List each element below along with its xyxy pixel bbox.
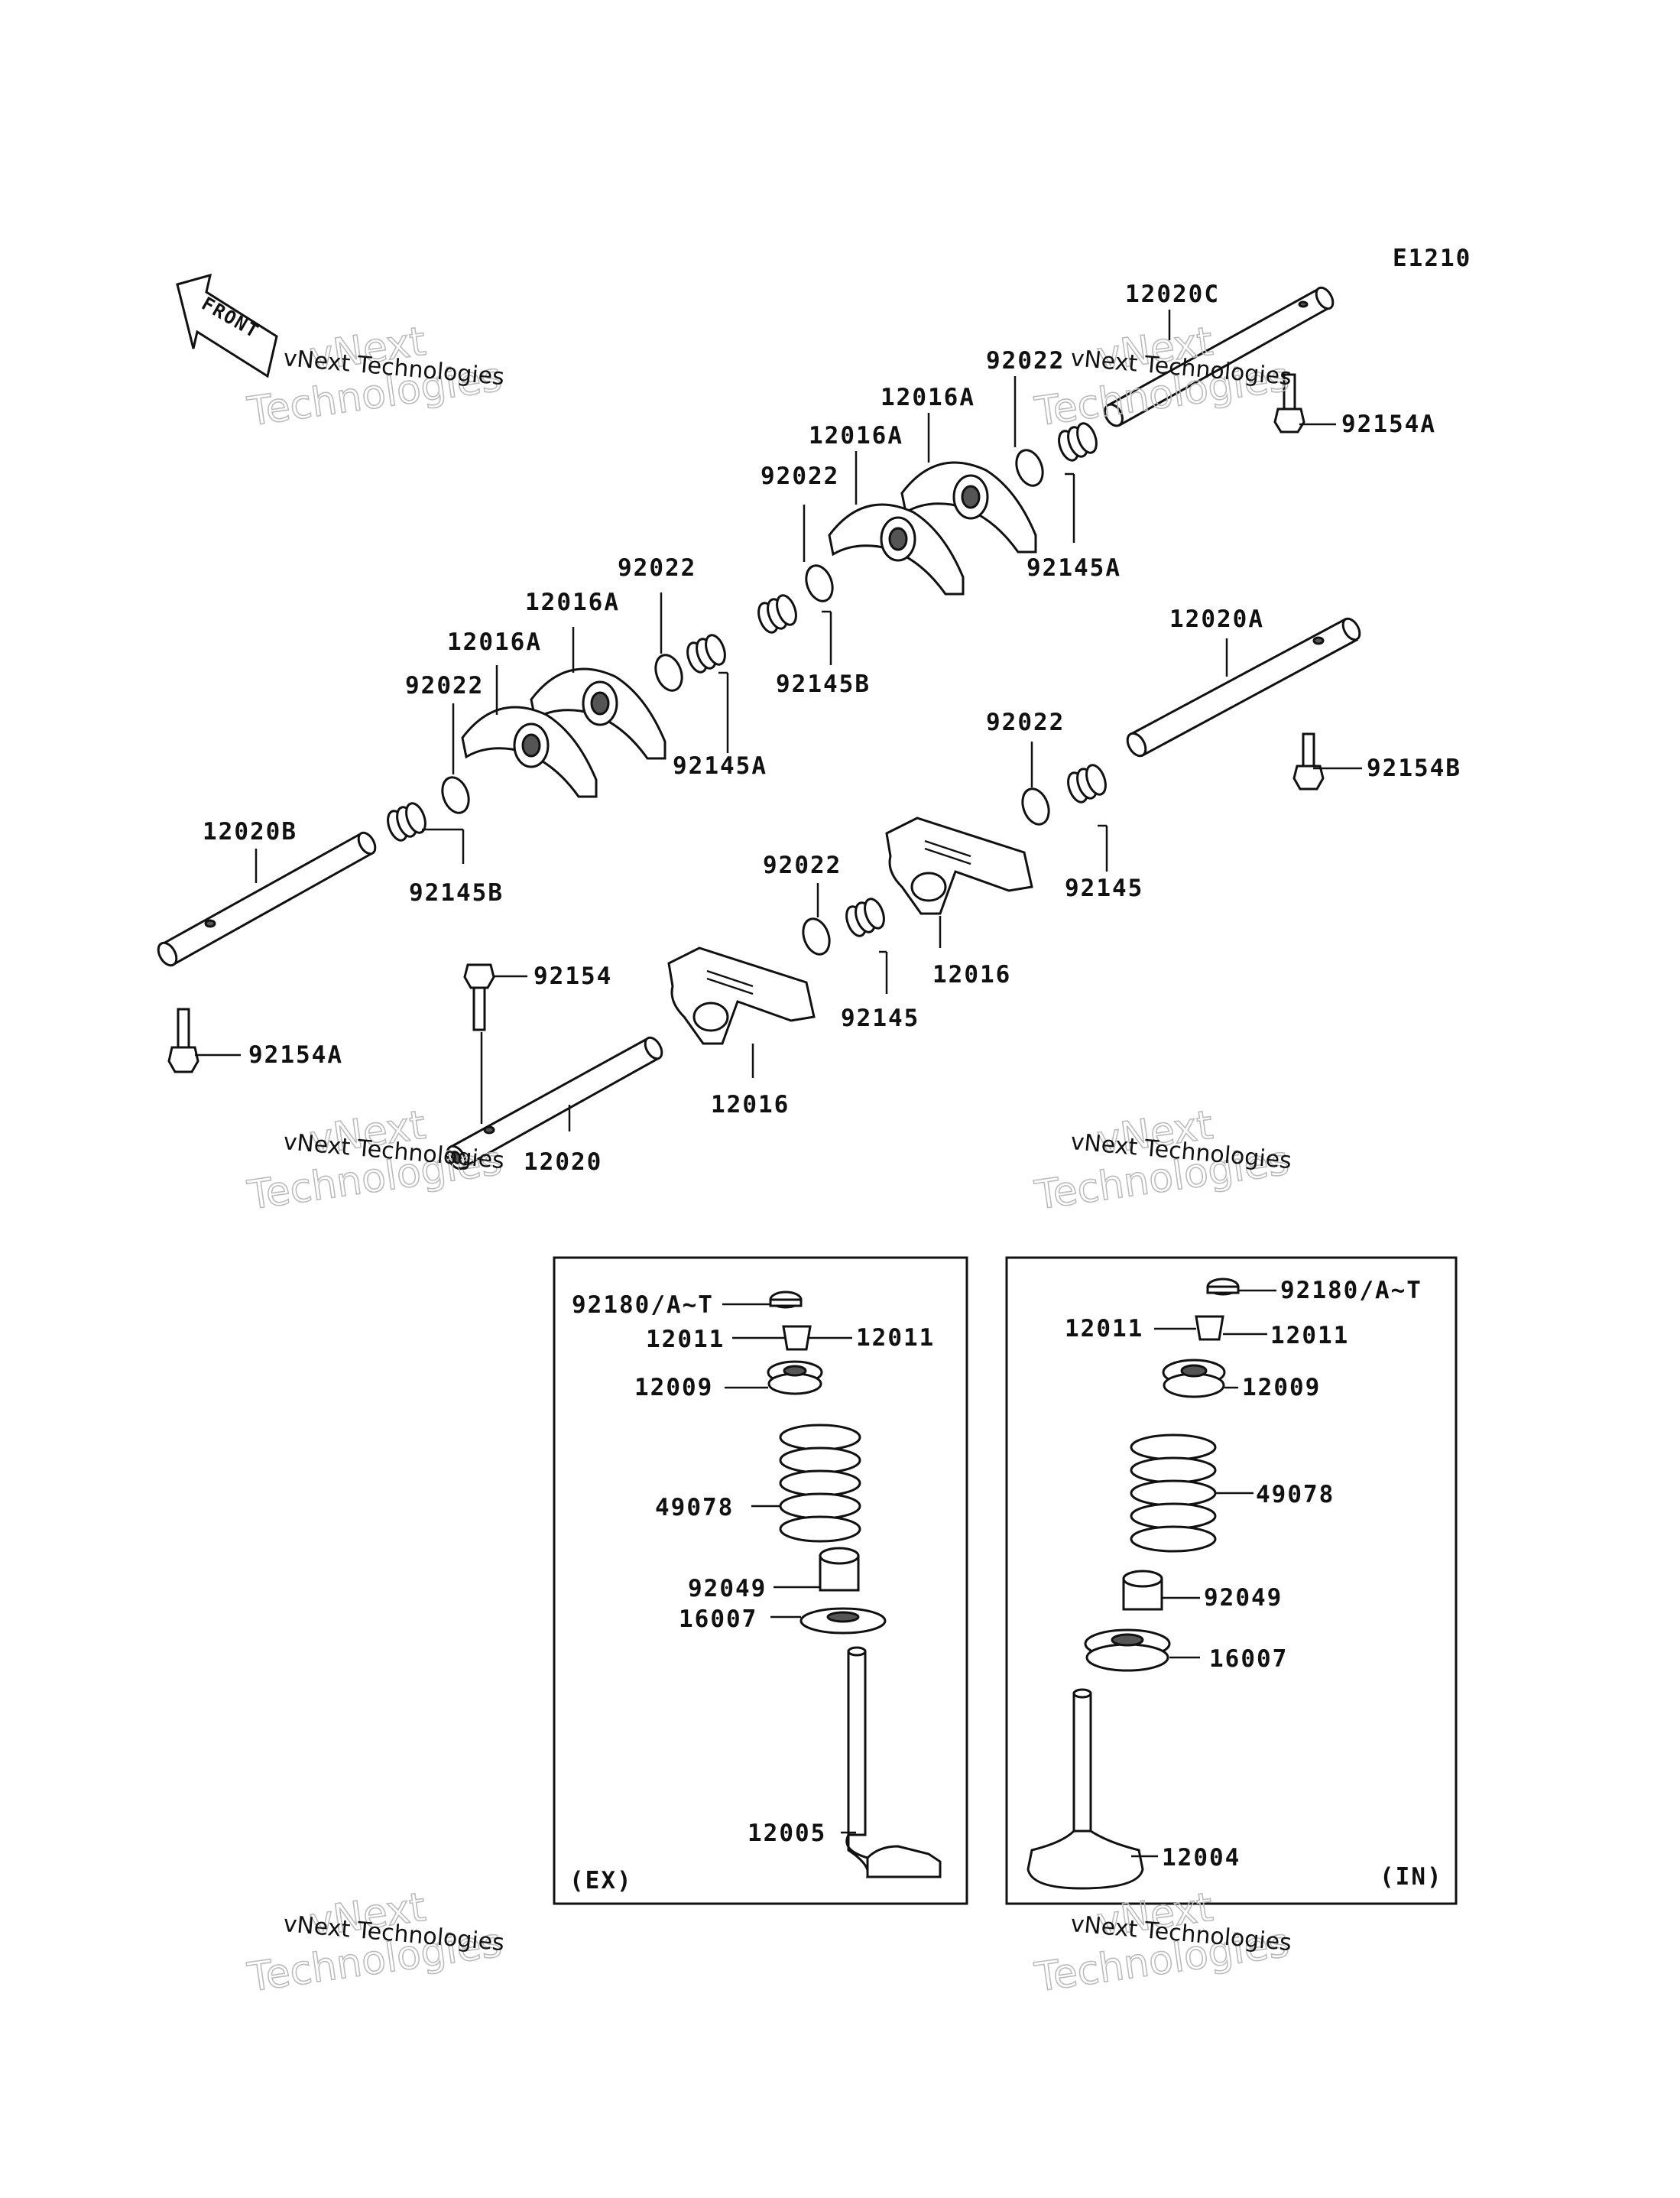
rocker-arm-12016a-1 bbox=[900, 461, 1037, 554]
callout-16007-in: 16007 bbox=[1209, 1645, 1288, 1673]
spring-92145b-1 bbox=[757, 594, 797, 634]
callout-92022-f: 92022 bbox=[763, 852, 842, 879]
washer-92022-4 bbox=[441, 776, 470, 814]
callout-12020a: 12020A bbox=[1169, 606, 1264, 633]
callout-92145-a: 92145 bbox=[1065, 875, 1143, 902]
retainer-12009-ex bbox=[767, 1360, 823, 1395]
callout-12016-b: 12016 bbox=[711, 1091, 790, 1118]
rocker-shaft-12020b bbox=[157, 831, 377, 967]
callout-92154a-a: 92154A bbox=[1341, 411, 1436, 438]
lower-rocker-assembly bbox=[446, 617, 1361, 1170]
washer-92022-6 bbox=[802, 917, 831, 956]
leader-lines-exhaust bbox=[722, 1303, 856, 1834]
callout-92022-e: 92022 bbox=[986, 709, 1065, 736]
callout-12020b: 12020B bbox=[203, 818, 297, 846]
keeper-12011-in bbox=[1195, 1315, 1224, 1341]
callout-49078-ex: 49078 bbox=[655, 1494, 734, 1521]
callout-12011-in-a: 12011 bbox=[1065, 1315, 1143, 1343]
callout-16007-ex: 16007 bbox=[679, 1605, 757, 1633]
rocker-arm-12016a-2 bbox=[828, 503, 965, 596]
washer-92022-1 bbox=[1015, 449, 1044, 487]
bolt-92154 bbox=[463, 963, 495, 1031]
bolt-92154a-left bbox=[167, 1008, 199, 1073]
callout-12016a-b: 12016A bbox=[809, 422, 903, 450]
callouts-exhaust: 92180/A~T 12011 12011 12009 49078 92049 … bbox=[569, 1291, 935, 1894]
callout-92145b-b: 92145B bbox=[409, 879, 504, 907]
panel-label-in: (IN) bbox=[1380, 1863, 1443, 1891]
callout-92049-in: 92049 bbox=[1204, 1584, 1283, 1612]
rocker-arm-12016-1 bbox=[885, 817, 1033, 915]
callout-92145-b: 92145 bbox=[841, 1005, 919, 1032]
rocker-arm-12016a-3 bbox=[530, 667, 666, 760]
washer-92022-2 bbox=[805, 564, 834, 602]
callout-12016a-a: 12016A bbox=[881, 384, 975, 411]
callout-12011-ex-b: 12011 bbox=[856, 1324, 935, 1352]
callout-12005: 12005 bbox=[748, 1820, 826, 1847]
callout-12009-in: 12009 bbox=[1242, 1374, 1321, 1401]
leader-lines-intake bbox=[1131, 1289, 1276, 1858]
callout-92022-a: 92022 bbox=[986, 347, 1065, 375]
callout-92145b-a: 92145B bbox=[776, 670, 871, 698]
spring-92145-2 bbox=[845, 898, 885, 937]
bolt-92154a-top bbox=[1273, 373, 1305, 433]
callout-92180-ex: 92180/A~T bbox=[572, 1291, 714, 1319]
intake-valve-12004 bbox=[1026, 1688, 1144, 1890]
valve-seal-92049-ex bbox=[819, 1547, 860, 1592]
callout-92154a-b: 92154A bbox=[248, 1041, 343, 1069]
exhaust-valve-panel bbox=[553, 1256, 968, 1905]
callout-12009-ex: 12009 bbox=[634, 1374, 713, 1401]
callout-92022-d: 92022 bbox=[405, 672, 484, 700]
callout-92022-b: 92022 bbox=[761, 463, 839, 490]
keeper-12011-ex bbox=[782, 1325, 812, 1351]
rocker-arm-12016a-4 bbox=[461, 706, 598, 798]
panel-label-ex: (EX) bbox=[569, 1867, 633, 1894]
valve-spring-49078-in bbox=[1130, 1433, 1217, 1553]
spring-seat-16007-in bbox=[1084, 1628, 1171, 1672]
callout-12011-in-b: 12011 bbox=[1270, 1322, 1349, 1349]
rocker-arm-12016-2 bbox=[667, 946, 816, 1045]
callout-12020: 12020 bbox=[524, 1148, 602, 1176]
callout-12016a-c: 12016A bbox=[525, 589, 620, 616]
callout-92022-c: 92022 bbox=[618, 554, 696, 582]
rocker-shaft-12020 bbox=[446, 1036, 663, 1170]
callout-92049-ex: 92049 bbox=[688, 1575, 767, 1602]
front-arrow-icon: FRONT bbox=[176, 273, 278, 378]
retainer-12009-in bbox=[1162, 1359, 1226, 1398]
washer-92022-5 bbox=[1021, 787, 1050, 826]
callout-12020c: 12020C bbox=[1125, 281, 1220, 308]
callout-49078-in: 49078 bbox=[1256, 1481, 1335, 1508]
diagram-code: E1210 bbox=[1393, 245, 1471, 272]
callout-92180-in: 92180/A~T bbox=[1280, 1277, 1422, 1304]
callouts-intake: 92180/A~T 12011 12011 12009 49078 92049 … bbox=[1065, 1277, 1443, 1891]
valve-spring-49078-ex bbox=[779, 1424, 861, 1543]
valve-seal-92049-in bbox=[1122, 1570, 1163, 1611]
upper-rocker-assembly bbox=[157, 286, 1335, 1073]
callout-12011-ex-a: 12011 bbox=[646, 1326, 725, 1353]
spring-92145b-2 bbox=[387, 802, 426, 842]
callout-12004: 12004 bbox=[1162, 1844, 1241, 1872]
intake-valve-panel bbox=[1005, 1256, 1458, 1905]
spring-92145a-1 bbox=[1058, 422, 1098, 462]
callout-12016-a: 12016 bbox=[932, 961, 1011, 989]
callout-92145a-a: 92145A bbox=[1026, 554, 1121, 582]
exhaust-valve-12005 bbox=[845, 1646, 942, 1878]
washer-92022-3 bbox=[654, 654, 683, 692]
spring-seat-16007-ex bbox=[799, 1607, 887, 1635]
leader-lines-top bbox=[195, 310, 1362, 1131]
rocker-shaft-12020c bbox=[1104, 286, 1335, 427]
spring-92145a-2 bbox=[686, 634, 726, 674]
rocker-shaft-12020a bbox=[1126, 617, 1361, 758]
callout-92154: 92154 bbox=[534, 963, 612, 990]
callout-92145a-b: 92145A bbox=[673, 752, 767, 780]
callouts-top: 12020C 92022 12016A 92154A 12016A 92022 … bbox=[203, 281, 1461, 1176]
callout-92154b: 92154B bbox=[1367, 755, 1461, 782]
spring-92145-1 bbox=[1067, 764, 1107, 804]
callout-12016a-d: 12016A bbox=[447, 628, 542, 656]
bolt-92154b bbox=[1292, 732, 1325, 791]
watermarks: vNext Technologies vNext Technologies vN… bbox=[244, 318, 1292, 2002]
